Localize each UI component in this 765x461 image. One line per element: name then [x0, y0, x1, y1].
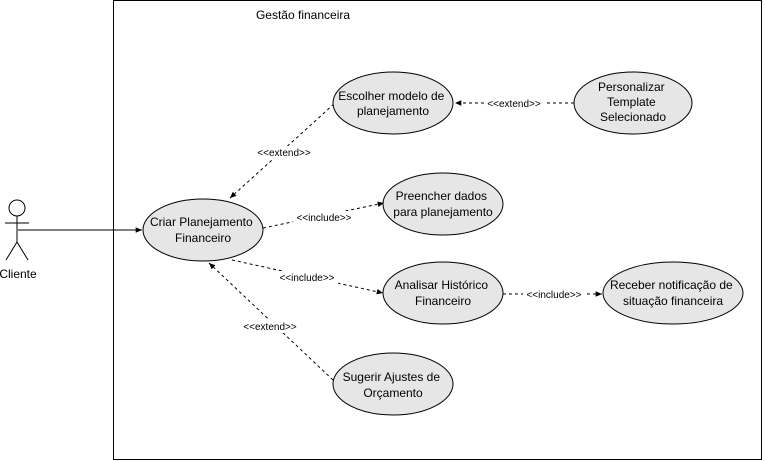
- svg-text:<<include>>: <<include>>: [296, 213, 351, 224]
- svg-text:Sugerir Ajustes de Orçam: Sugerir Ajustes de Orçamento: [343, 370, 444, 400]
- label-extend-personalizar: <<extend>>: [484, 97, 544, 110]
- svg-text:Personalizar Template: Personalizar Template Selecionado: [598, 80, 668, 124]
- use-case-criar-planejamento[interactable]: Criar Planejamento Financeiro: [142, 198, 264, 262]
- label-extend-sugerir: <<extend>>: [240, 320, 300, 333]
- svg-text:Receber notificação de s: Receber notificação de situação financei…: [610, 278, 736, 308]
- svg-text:<<extend>>: <<extend>>: [257, 148, 311, 159]
- label-include-analisar: <<include>>: [276, 271, 338, 284]
- actor-head: [8, 199, 26, 217]
- svg-text:Analisar Histórico Finan: Analisar Histórico Financeiro: [395, 278, 492, 308]
- use-case-analisar-historico[interactable]: Analisar Histórico Financeiro: [382, 261, 504, 325]
- label-extend-escolher: <<extend>>: [254, 146, 314, 159]
- include-analisar-line: [231, 259, 384, 295]
- use-case-receber-notificacao[interactable]: Receber notificação de situação financei…: [602, 261, 744, 325]
- use-case-sugerir-ajustes[interactable]: Sugerir Ajustes de Orçamento: [332, 352, 454, 416]
- label-include-preencher: <<include>>: [293, 211, 355, 224]
- svg-text:<<include>>: <<include>>: [279, 273, 334, 284]
- use-case-preencher-dados[interactable]: Preencher dados para planejamento: [382, 172, 504, 236]
- extend-escolher-line: [229, 103, 335, 199]
- svg-text:Escolher modelo de plane: Escolher modelo de planejamento: [338, 89, 447, 118]
- svg-text:Criar Planejamento Finan: Criar Planejamento Financeiro: [150, 215, 256, 245]
- actor-right-leg: [16, 241, 29, 261]
- system-title: Gestão financeira: [256, 8, 350, 22]
- svg-text:<<extend>>: <<extend>>: [243, 322, 297, 333]
- svg-text:Preencher dados para pla: Preencher dados para planejamento: [393, 189, 493, 219]
- actor-left-leg: [5, 241, 18, 261]
- use-case-personalizar-template[interactable]: Personalizar Template Selecionado: [573, 71, 693, 135]
- svg-text:<<include>>: <<include>>: [526, 290, 581, 301]
- svg-text:<<extend>>: <<extend>>: [487, 99, 541, 110]
- actor-cliente[interactable]: Cliente: [0, 199, 37, 281]
- actor-label: Cliente: [0, 267, 37, 281]
- use-case-escolher-modelo[interactable]: Escolher modelo de planejamento: [332, 71, 454, 135]
- label-include-receber: <<include>>: [523, 288, 585, 301]
